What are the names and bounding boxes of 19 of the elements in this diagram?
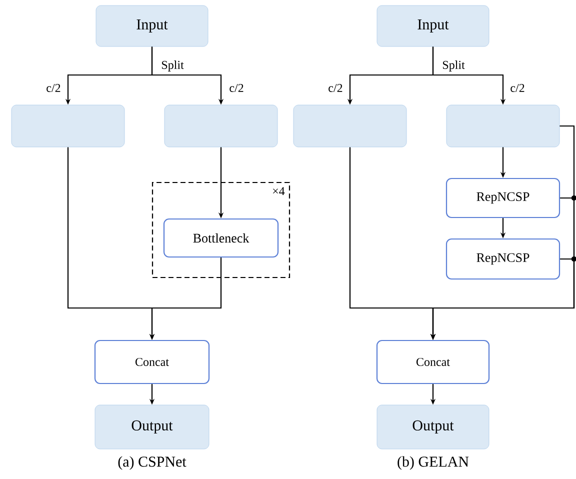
feature-box (11, 104, 125, 148)
split-label: Split (162, 60, 184, 72)
bottleneck-box: Bottleneck (163, 218, 279, 258)
edge-label: c/2 (46, 84, 60, 92)
edge-label: c/2 (328, 84, 342, 92)
block-box: RepNCSP (446, 178, 560, 218)
feature-box (164, 104, 278, 148)
edge-label: c/2 (510, 84, 524, 92)
block-box: RepNCSP (446, 238, 560, 280)
output-box: Output (376, 404, 490, 450)
split-label: Split (443, 60, 465, 72)
feature-box (293, 104, 407, 148)
output-box: Output (94, 404, 210, 450)
concat-box: Concat (376, 340, 490, 384)
feature-box (446, 104, 560, 148)
input-box: Input (96, 5, 208, 47)
edge-label: c/2 (230, 84, 244, 92)
input-box: Input (376, 5, 490, 47)
concat-box: Concat (94, 340, 210, 384)
